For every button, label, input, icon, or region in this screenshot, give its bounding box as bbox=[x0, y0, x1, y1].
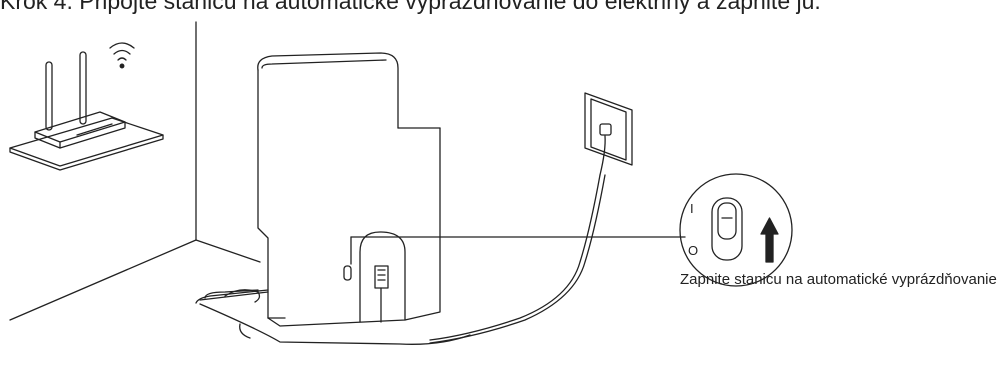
switch-off-label: O bbox=[688, 243, 698, 258]
switch-caption: Zapnite stanicu na automatické vyprázdňo… bbox=[680, 271, 997, 288]
wall-socket-icon bbox=[584, 92, 633, 176]
power-cable bbox=[429, 174, 606, 344]
router-icon bbox=[9, 42, 164, 171]
room-corner bbox=[9, 21, 261, 321]
auto-empty-station bbox=[195, 52, 471, 345]
switch-on-label: I bbox=[690, 201, 694, 216]
switch-callout: I O bbox=[679, 173, 793, 287]
step-heading: Krok 4. Pripojte stanicu na automatické … bbox=[0, 0, 821, 14]
